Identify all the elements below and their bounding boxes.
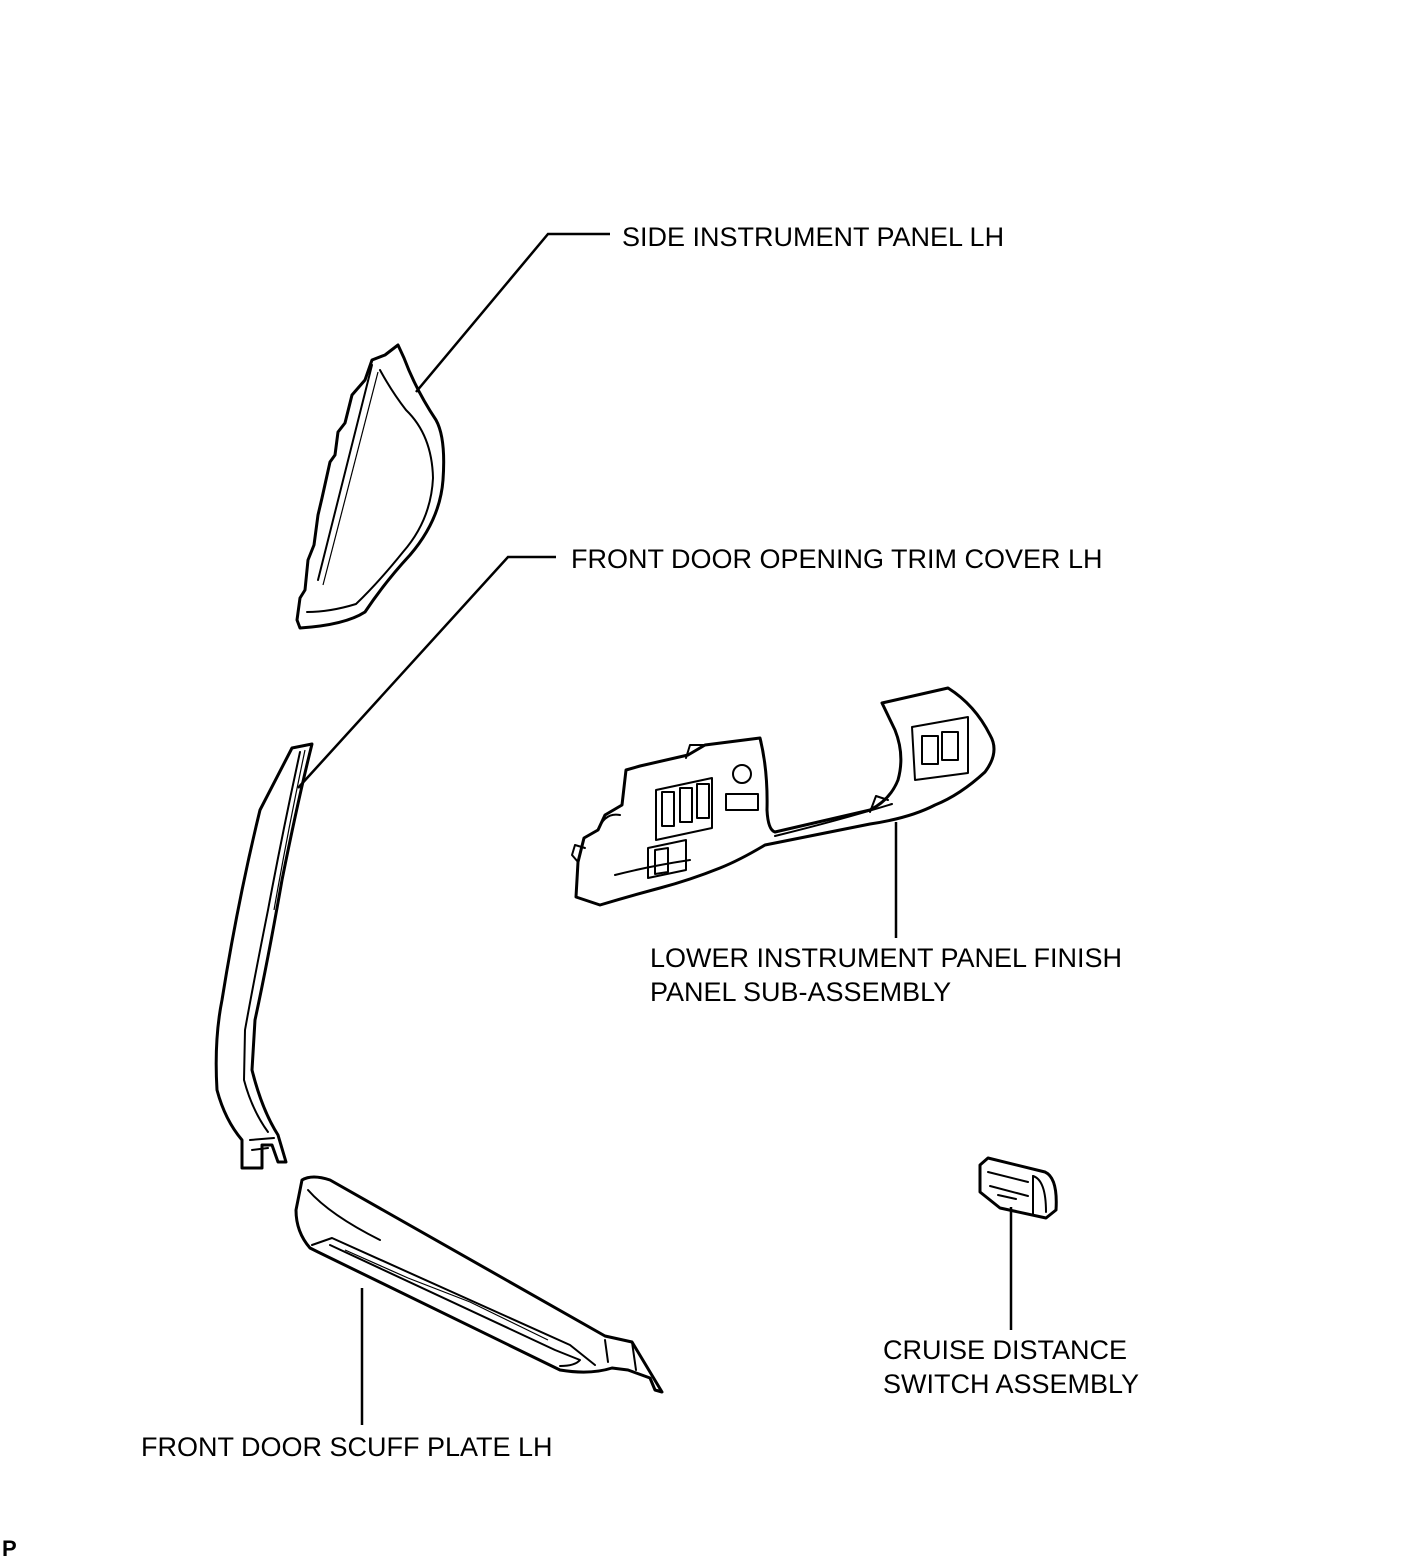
label-lower-instrument-panel-line2: PANEL SUB-ASSEMBLY [650, 977, 951, 1007]
cruise-distance-switch-part [978, 1156, 1058, 1220]
leader-lines [297, 232, 1013, 1425]
corner-mark: P [2, 1536, 17, 1561]
label-side-instrument-panel: SIDE INSTRUMENT PANEL LH [622, 222, 1004, 252]
lower-instrument-panel-part [571, 686, 996, 907]
side-instrument-panel-part [295, 343, 446, 630]
label-front-door-scuff-plate: FRONT DOOR SCUFF PLATE LH [141, 1432, 553, 1462]
label-front-door-opening-trim: FRONT DOOR OPENING TRIM COVER LH [571, 544, 1103, 574]
leader-side-instrument-panel [415, 232, 610, 393]
front-door-scuff-plate-part [294, 1175, 664, 1394]
label-lower-instrument-panel-line1: LOWER INSTRUMENT PANEL FINISH [650, 943, 1122, 973]
label-cruise-distance-line2: SWITCH ASSEMBLY [883, 1369, 1139, 1399]
label-cruise-distance-line1: CRUISE DISTANCE [883, 1335, 1127, 1365]
leader-front-door-opening-trim [297, 555, 556, 789]
front-door-opening-trim-part [214, 742, 314, 1170]
